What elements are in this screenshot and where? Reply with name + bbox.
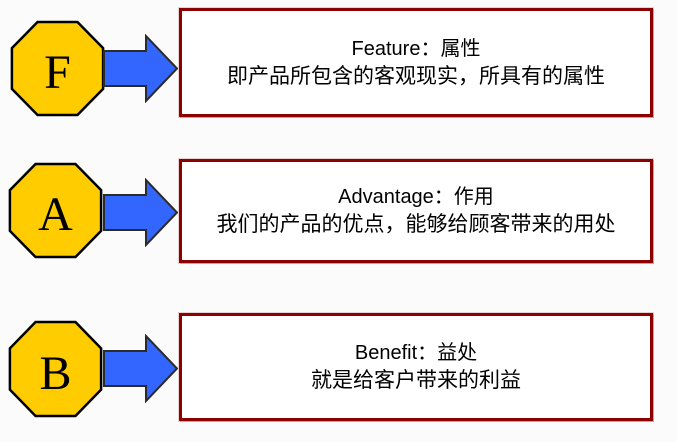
octagon-letter-f: F [44,46,71,99]
benefit-heading: Benefit：益处 [354,342,478,364]
octagon-shape-icon [8,320,103,418]
octagon-benefit: B [8,320,103,418]
advantage-heading: Advantage：作用 [338,186,494,208]
octagon-feature: F [10,20,105,117]
octagon-letter-a: A [38,188,73,241]
feature-description: 即产品所包含的客观现实，所具有的属性 [227,64,605,88]
right-arrow-icon [103,334,179,403]
advantage-box: Advantage：作用 我们的产品的优点，能够给顾客带来的用处 [179,159,653,263]
feature-box: Feature：属性 即产品所包含的客观现实，所具有的属性 [179,8,653,117]
right-arrow-icon [103,178,179,247]
octagon-advantage: A [8,162,103,259]
feature-heading: Feature：属性 [351,37,481,60]
advantage-description: 我们的产品的优点，能够给顾客带来的用处 [216,213,616,236]
benefit-description: 就是给客户带来的利益 [311,369,521,392]
right-arrow-icon [103,34,179,103]
benefit-box: Benefit：益处 就是给客户带来的利益 [179,313,653,421]
octagon-letter-b: B [39,346,72,400]
octagon-shape-icon [10,20,105,117]
octagon-shape-icon [8,162,103,259]
